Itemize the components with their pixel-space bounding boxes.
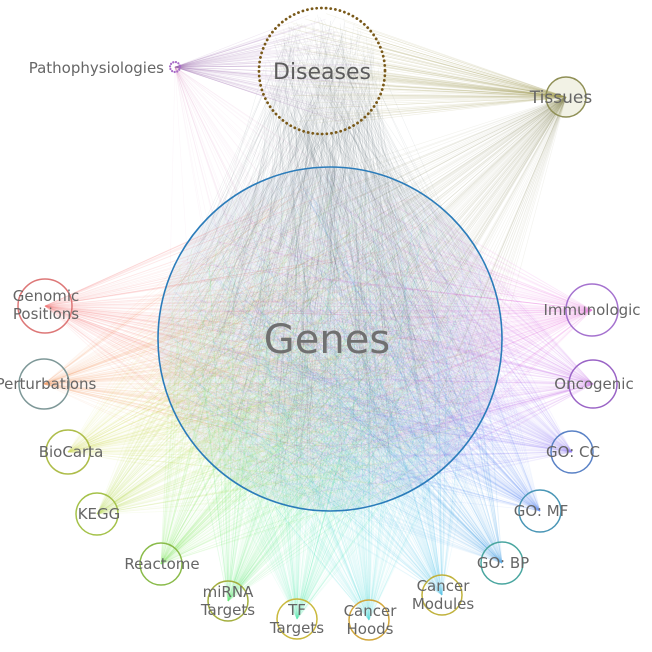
node-label-reactome: Reactome — [124, 555, 199, 573]
node-label-kegg: KEGG — [78, 505, 121, 523]
node-label-line: Targets — [200, 601, 255, 619]
edge-bundle-immunologic-genes — [168, 192, 593, 502]
node-label-line: TF — [287, 601, 306, 619]
edge-bundle-cancer_modules-genes — [168, 175, 490, 596]
node-label-go_cc: GO: CC — [546, 443, 600, 461]
edge-bundle-diseases-genes — [162, 14, 492, 507]
node-label-diseases: Diseases — [273, 60, 371, 85]
node-label-line: GO: CC — [546, 443, 600, 461]
node-label-line: Modules — [412, 595, 475, 613]
node-label-tissues: Tissues — [529, 88, 593, 108]
edge-bundle-tf_targets-genes — [168, 185, 499, 620]
node-label-line: Cancer — [344, 602, 398, 620]
node-genes[interactable] — [157, 166, 503, 512]
node-label-go_bp: GO: BP — [477, 554, 529, 572]
edge-bundle-cancer_hoods-genes — [161, 171, 491, 621]
node-perturbations[interactable] — [18, 358, 70, 410]
node-label-line: BioCarta — [39, 443, 104, 461]
node-label-line: Genes — [264, 317, 390, 363]
node-genomic_positions[interactable] — [17, 278, 73, 334]
node-label-pathophysiologies: Pathophysiologies — [29, 59, 164, 77]
node-label-genes: Genes — [264, 317, 390, 363]
node-cancer_modules[interactable] — [421, 574, 463, 616]
node-label-go_mf: GO: MF — [514, 502, 569, 520]
edge-bundle-genomic_positions-genes — [44, 177, 498, 502]
genes-area-fill — [158, 167, 502, 511]
node-label-perturbations: Perturbations — [0, 375, 97, 393]
node-label-line: Positions — [13, 305, 79, 323]
node-mirna_targets[interactable] — [207, 580, 249, 622]
edge-bundle-biocarta-genes — [67, 187, 493, 493]
node-label-line: Hoods — [347, 620, 394, 638]
node-label-line: Reactome — [124, 555, 199, 573]
node-go_mf[interactable] — [518, 489, 562, 533]
edge-bundle-reactome-genes — [160, 171, 490, 565]
node-tf_targets[interactable] — [276, 598, 318, 640]
node-cancer_hoods[interactable] — [348, 599, 390, 641]
edge-bundle-kegg-genes — [96, 179, 499, 515]
node-label-line: Oncogenic — [554, 375, 633, 393]
node-label-line: Immunologic — [543, 301, 640, 319]
node-label-line: Genomic — [13, 287, 80, 305]
node-biocarta[interactable] — [45, 429, 91, 475]
node-diseases[interactable] — [257, 6, 387, 136]
node-label-oncogenic: Oncogenic — [554, 375, 633, 393]
node-label-biocarta: BioCarta — [39, 443, 104, 461]
edge-bundle-tissues-genes — [169, 96, 567, 497]
node-label-line: GO: MF — [514, 502, 569, 520]
node-go_bp[interactable] — [480, 541, 524, 585]
node-go_cc[interactable] — [550, 430, 594, 474]
node-label-line: Perturbations — [0, 375, 97, 393]
node-label-line: Pathophysiologies — [29, 59, 164, 77]
node-immunologic[interactable] — [565, 283, 619, 337]
node-label-line: KEGG — [78, 505, 121, 523]
edge-bundle-diseases-tissues — [264, 13, 567, 125]
edge-bundle-perturbations-genes — [43, 176, 472, 505]
edge-bundle-oncogenic-genes — [177, 176, 594, 501]
edge-bundle-go_mf-genes — [167, 174, 541, 512]
edge-bundle-go_bp-genes — [166, 174, 503, 564]
node-reactome[interactable] — [139, 542, 183, 586]
node-label-line: GO: BP — [477, 554, 529, 572]
node-pathophysiologies[interactable] — [168, 60, 182, 74]
node-label-immunologic: Immunologic — [543, 301, 640, 319]
node-label-line: Diseases — [273, 60, 371, 85]
node-label-line: Tissues — [529, 88, 593, 108]
node-tissues[interactable] — [545, 76, 587, 118]
node-kegg[interactable] — [75, 492, 119, 536]
node-label-line: miRNA — [203, 583, 254, 601]
node-label-line: Targets — [269, 619, 324, 637]
edge-bundle-go_cc-genes — [169, 173, 573, 507]
node-oncogenic[interactable] — [568, 359, 618, 409]
node-label-line: Cancer — [417, 577, 471, 595]
